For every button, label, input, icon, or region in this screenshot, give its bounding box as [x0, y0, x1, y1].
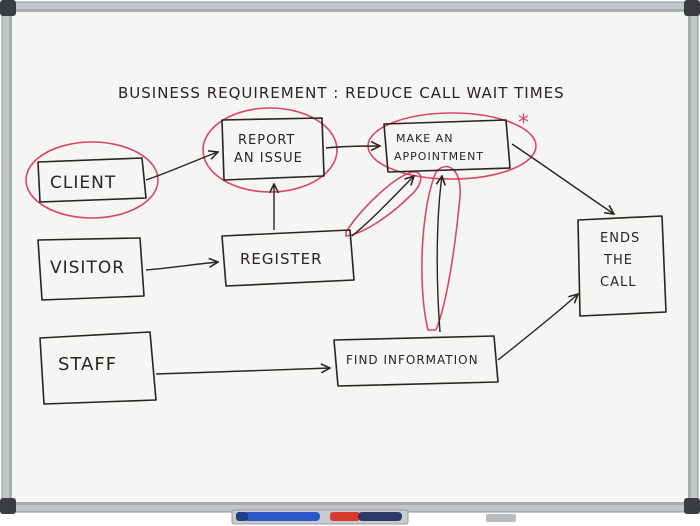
node-staff: STAFF [58, 354, 117, 375]
box-find [333, 335, 499, 387]
box-report [221, 117, 325, 181]
corner-cap-bottom-right [684, 498, 700, 514]
highlight-find-loop [421, 165, 461, 331]
node-appointment-line1: MAKE AN [396, 132, 453, 145]
box-register [221, 229, 355, 287]
corner-cap-top-right [684, 0, 700, 16]
corner-cap-bottom-left [0, 498, 16, 514]
box-appointment [383, 119, 511, 173]
arrow-find-to-ends [497, 294, 578, 361]
arrow-staff-to-find [155, 368, 330, 375]
highlight-register-loop [345, 171, 422, 237]
arrow-visitor-to-register [145, 262, 218, 271]
title: BUSINESS REQUIREMENT : REDUCE CALL WAIT … [118, 84, 565, 102]
node-client: CLIENT [50, 173, 116, 193]
corner-cap-top-left [0, 0, 16, 16]
box-visitor [37, 237, 145, 301]
node-visitor: VISITOR [50, 258, 125, 278]
node-report-line2: AN ISSUE [234, 151, 303, 166]
highlight-client [25, 141, 159, 219]
asterisk-icon: * [518, 111, 529, 136]
marker-blue[interactable] [244, 512, 320, 521]
node-ends-line2: THE [603, 253, 633, 268]
arrow-appointment-to-ends [511, 143, 614, 214]
tray-right [486, 514, 516, 522]
box-staff [39, 331, 157, 405]
node-find: FIND INFORMATION [346, 353, 479, 367]
arrow-find-to-appointment [437, 176, 442, 333]
arrow-report-to-appointment [325, 146, 380, 148]
board-surface [12, 12, 688, 502]
node-register: REGISTER [240, 250, 323, 268]
arrow-client-to-report [145, 152, 218, 181]
box-client [37, 157, 147, 203]
node-appointment-line2: APPOINTMENT [394, 150, 484, 163]
node-report-line1: REPORT [238, 133, 295, 148]
box-ends [577, 215, 667, 317]
arrow-register-to-appointment [351, 176, 414, 237]
marker-red[interactable] [330, 512, 360, 521]
node-ends-line3: CALL [600, 275, 636, 290]
node-ends-line1: ENDS [600, 231, 640, 246]
marker-blue-cap [236, 512, 248, 521]
marker-dark[interactable] [358, 512, 402, 521]
